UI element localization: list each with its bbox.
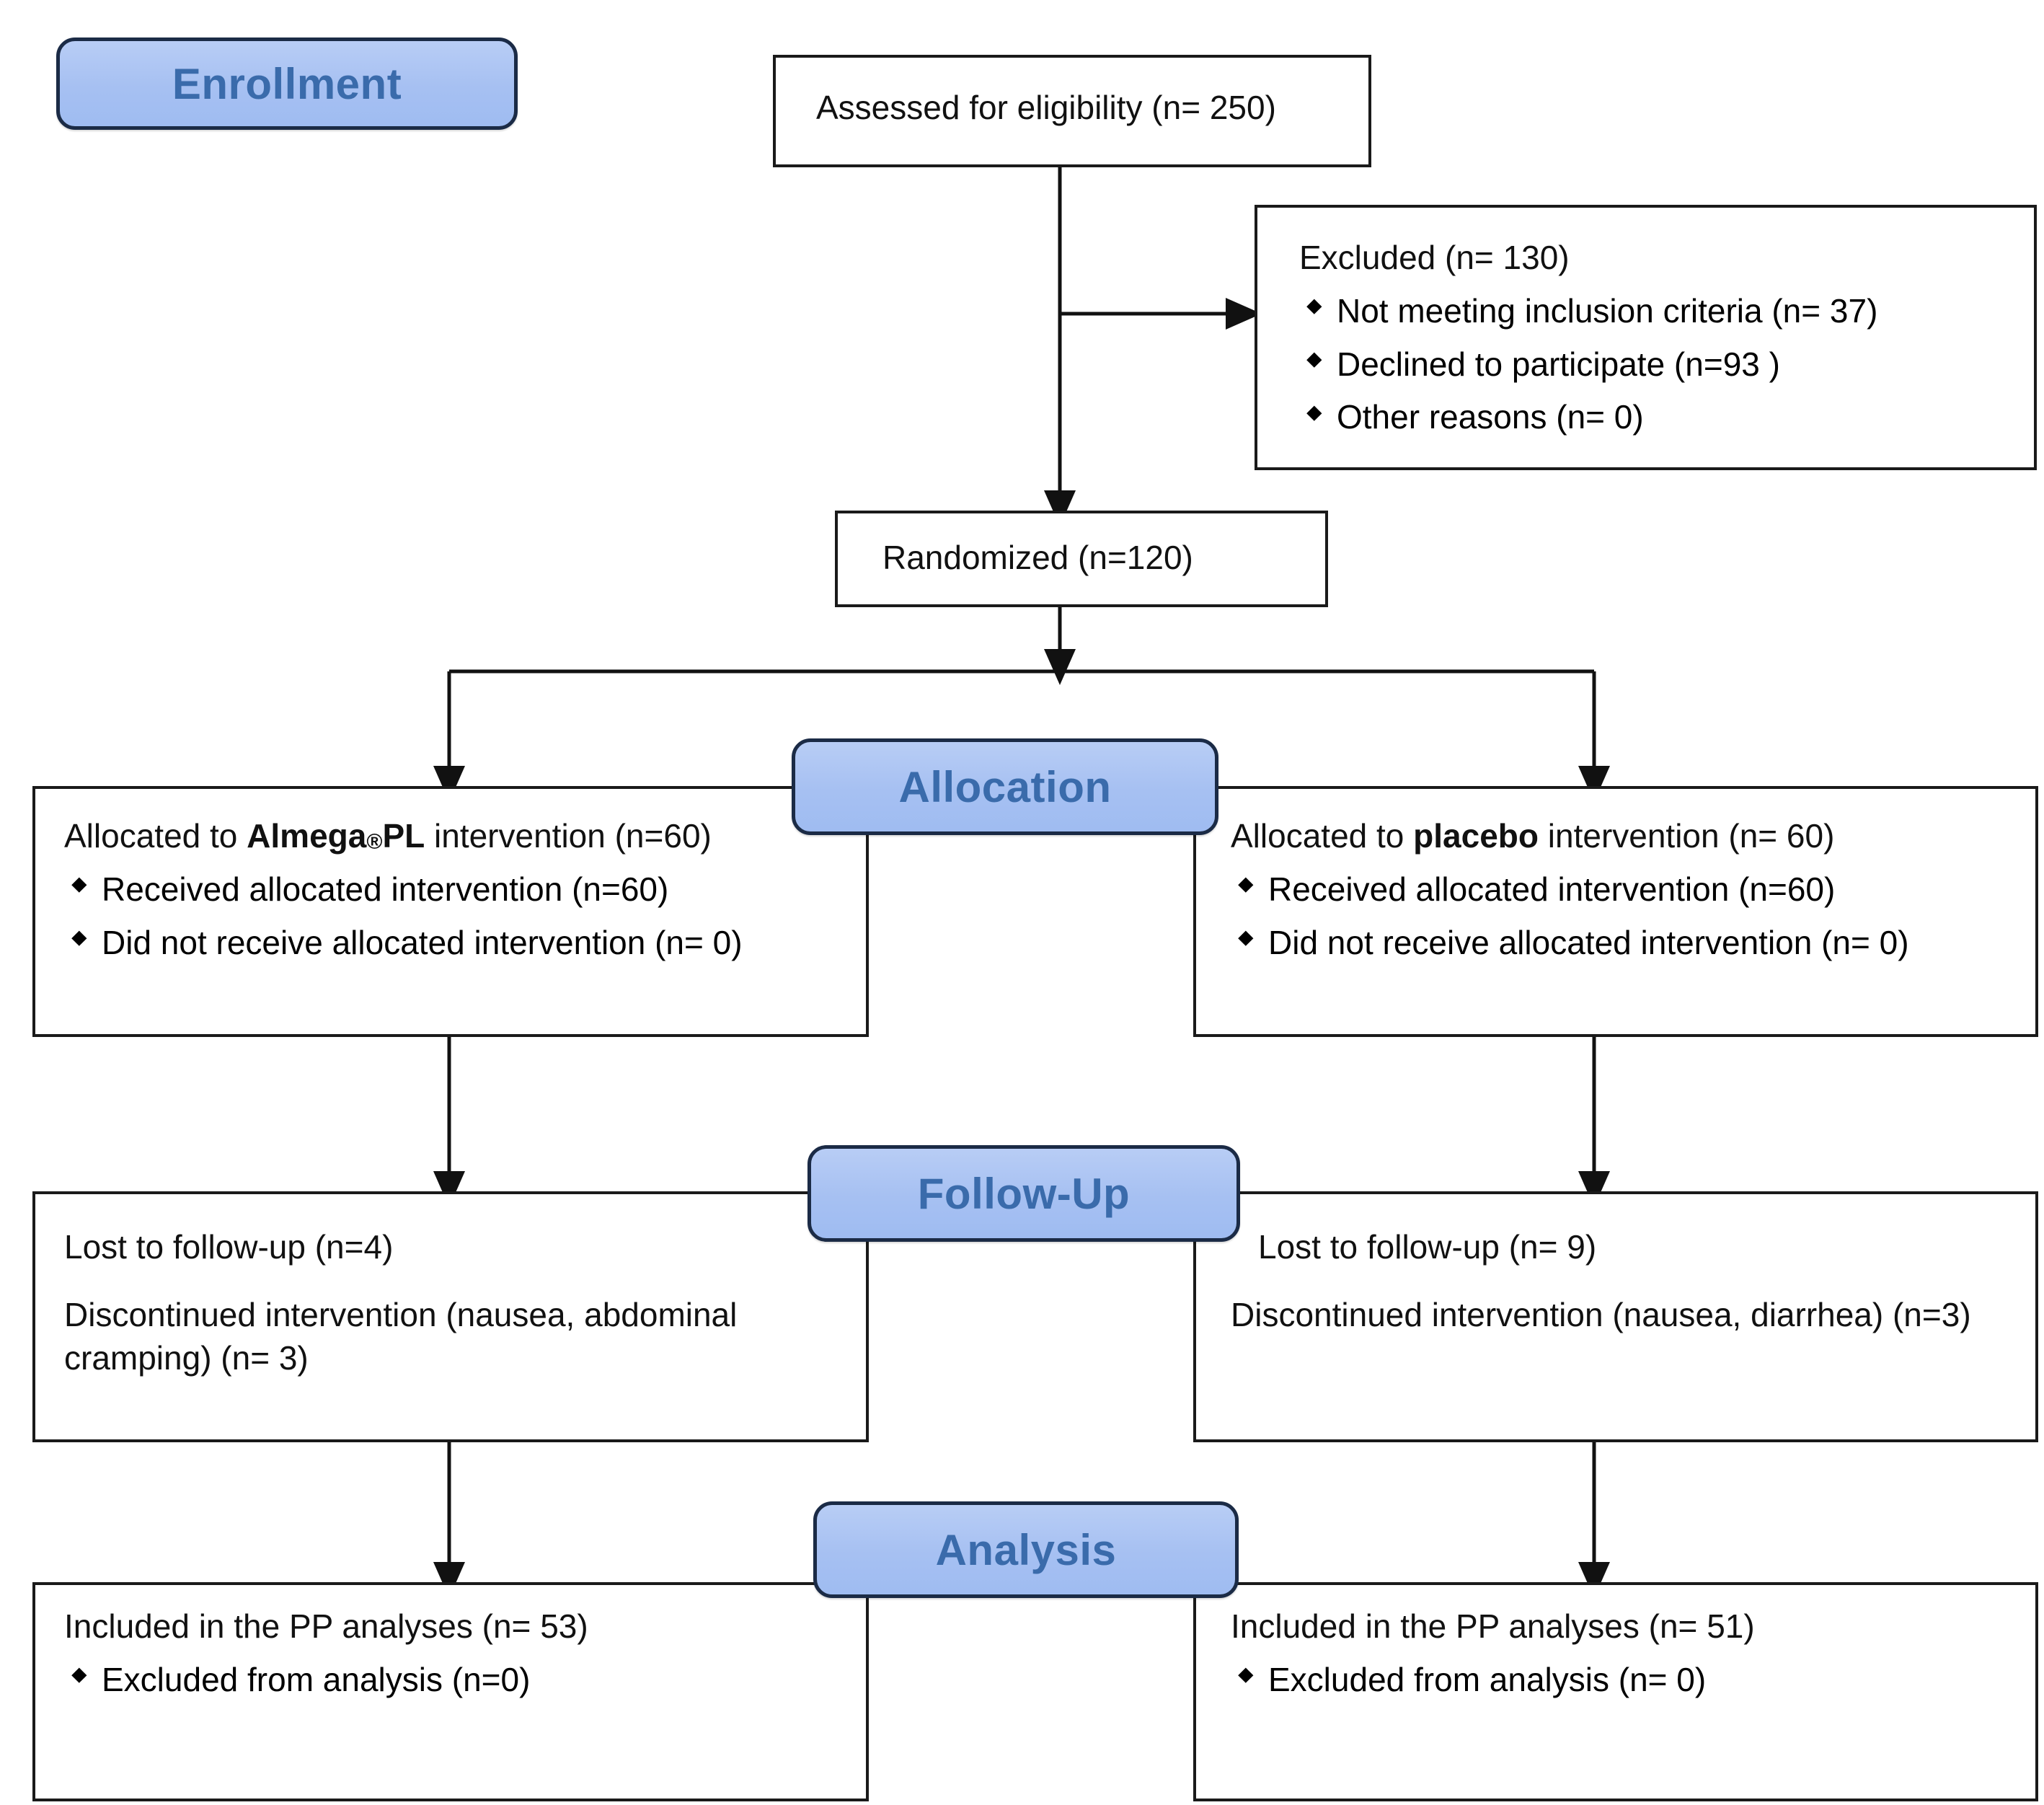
stage-label-enrollment: Enrollment [172,59,402,108]
allocation-right-list: Received allocated intervention (n=60) D… [1231,868,2035,965]
list-item: Received allocated intervention (n=60) [64,868,866,912]
stage-badge-analysis: Analysis [813,1501,1239,1598]
list-item-label: Did not receive allocated intervention (… [102,923,743,961]
box-allocation-left: Allocated to Almega®PL intervention (n=6… [32,786,869,1037]
diamond-bullet-icon [1306,405,1322,421]
allocation-left-heading: Allocated to Almega®PL intervention (n=6… [64,815,866,858]
assessed-text: Assessed for eligibility (n= 250) [816,89,1276,126]
analysis-left-list: Excluded from analysis (n=0) [64,1659,866,1702]
alloc-right-pre: Allocated to [1231,817,1414,855]
box-followup-right: Lost to follow-up (n= 9) Discontinued in… [1193,1191,2038,1442]
alloc-left-post: intervention (n=60) [425,817,712,855]
list-item: Did not receive allocated intervention (… [64,922,866,965]
diamond-bullet-icon [71,877,87,893]
alloc-right-brand: placebo [1413,817,1539,855]
spacer [1231,1269,2035,1294]
registered-trademark-icon: ® [366,830,383,854]
diamond-bullet-icon [1306,352,1322,368]
followup-left-discontinued: Discontinued intervention (nausea, abdom… [64,1295,738,1377]
analysis-left-included: Included in the PP analyses (n= 53) [64,1607,588,1645]
analysis-right-list: Excluded from analysis (n= 0) [1231,1659,2035,1702]
stage-badge-enrollment: Enrollment [56,37,518,130]
list-item: Excluded from analysis (n= 0) [1231,1659,2035,1702]
list-item-label: Not meeting inclusion criteria (n= 37) [1337,291,1878,330]
box-assessed-for-eligibility: Assessed for eligibility (n= 250) [773,55,1371,167]
list-item: Declined to participate (n=93 ) [1299,343,2034,387]
box-excluded: Excluded (n= 130) Not meeting inclusion … [1255,205,2037,470]
allocation-left-list: Received allocated intervention (n=60) D… [64,868,866,965]
excluded-title: Excluded (n= 130) [1299,239,1570,276]
alloc-left-brand: Almega [247,817,367,855]
stage-label-analysis: Analysis [935,1525,1117,1574]
list-item: Other reasons (n= 0) [1299,396,2034,439]
box-followup-left: Lost to follow-up (n=4) Discontinued int… [32,1191,869,1442]
list-item: Not meeting inclusion criteria (n= 37) [1299,290,2034,333]
list-item-label: Excluded from analysis (n= 0) [1268,1660,1707,1698]
stage-badge-allocation: Allocation [792,738,1218,835]
followup-left-lost: Lost to follow-up (n=4) [64,1228,394,1266]
alloc-left-brand2: PL [382,817,425,855]
spacer [64,1269,866,1294]
followup-right-discontinued: Discontinued intervention (nausea, diarr… [1231,1295,1971,1333]
alloc-right-post: intervention (n= 60) [1539,817,1835,855]
diamond-bullet-icon [1238,1667,1254,1683]
list-item-label: Excluded from analysis (n=0) [102,1660,531,1698]
list-item-label: Declined to participate (n=93 ) [1337,345,1780,383]
allocation-right-heading: Allocated to placebo intervention (n= 60… [1231,815,2035,858]
stage-label-followup: Follow-Up [917,1169,1131,1218]
followup-right-lost: Lost to follow-up (n= 9) [1258,1228,1597,1266]
stage-label-allocation: Allocation [898,762,1112,811]
diamond-bullet-icon [1238,930,1254,946]
excluded-list: Not meeting inclusion criteria (n= 37) D… [1299,290,2034,439]
list-item-label: Did not receive allocated intervention (… [1268,923,1909,961]
list-item: Received allocated intervention (n=60) [1231,868,2035,912]
list-item: Did not receive allocated intervention (… [1231,922,2035,965]
list-item-label: Other reasons (n= 0) [1337,398,1644,436]
stage-badge-followup: Follow-Up [808,1145,1240,1242]
randomized-text: Randomized (n=120) [882,539,1193,576]
list-item-label: Received allocated intervention (n=60) [102,870,669,908]
list-item-label: Received allocated intervention (n=60) [1268,870,1836,908]
alloc-left-pre: Allocated to [64,817,247,855]
diamond-bullet-icon [71,1667,87,1683]
box-randomized: Randomized (n=120) [835,511,1328,607]
box-analysis-left: Included in the PP analyses (n= 53) Excl… [32,1582,869,1801]
diamond-bullet-icon [1238,877,1254,893]
box-allocation-right: Allocated to placebo intervention (n= 60… [1193,786,2038,1037]
box-analysis-right: Included in the PP analyses (n= 51) Excl… [1193,1582,2038,1801]
analysis-right-included: Included in the PP analyses (n= 51) [1231,1607,1755,1645]
diamond-bullet-icon [1306,299,1322,314]
list-item: Excluded from analysis (n=0) [64,1659,866,1702]
diamond-bullet-icon [71,930,87,946]
